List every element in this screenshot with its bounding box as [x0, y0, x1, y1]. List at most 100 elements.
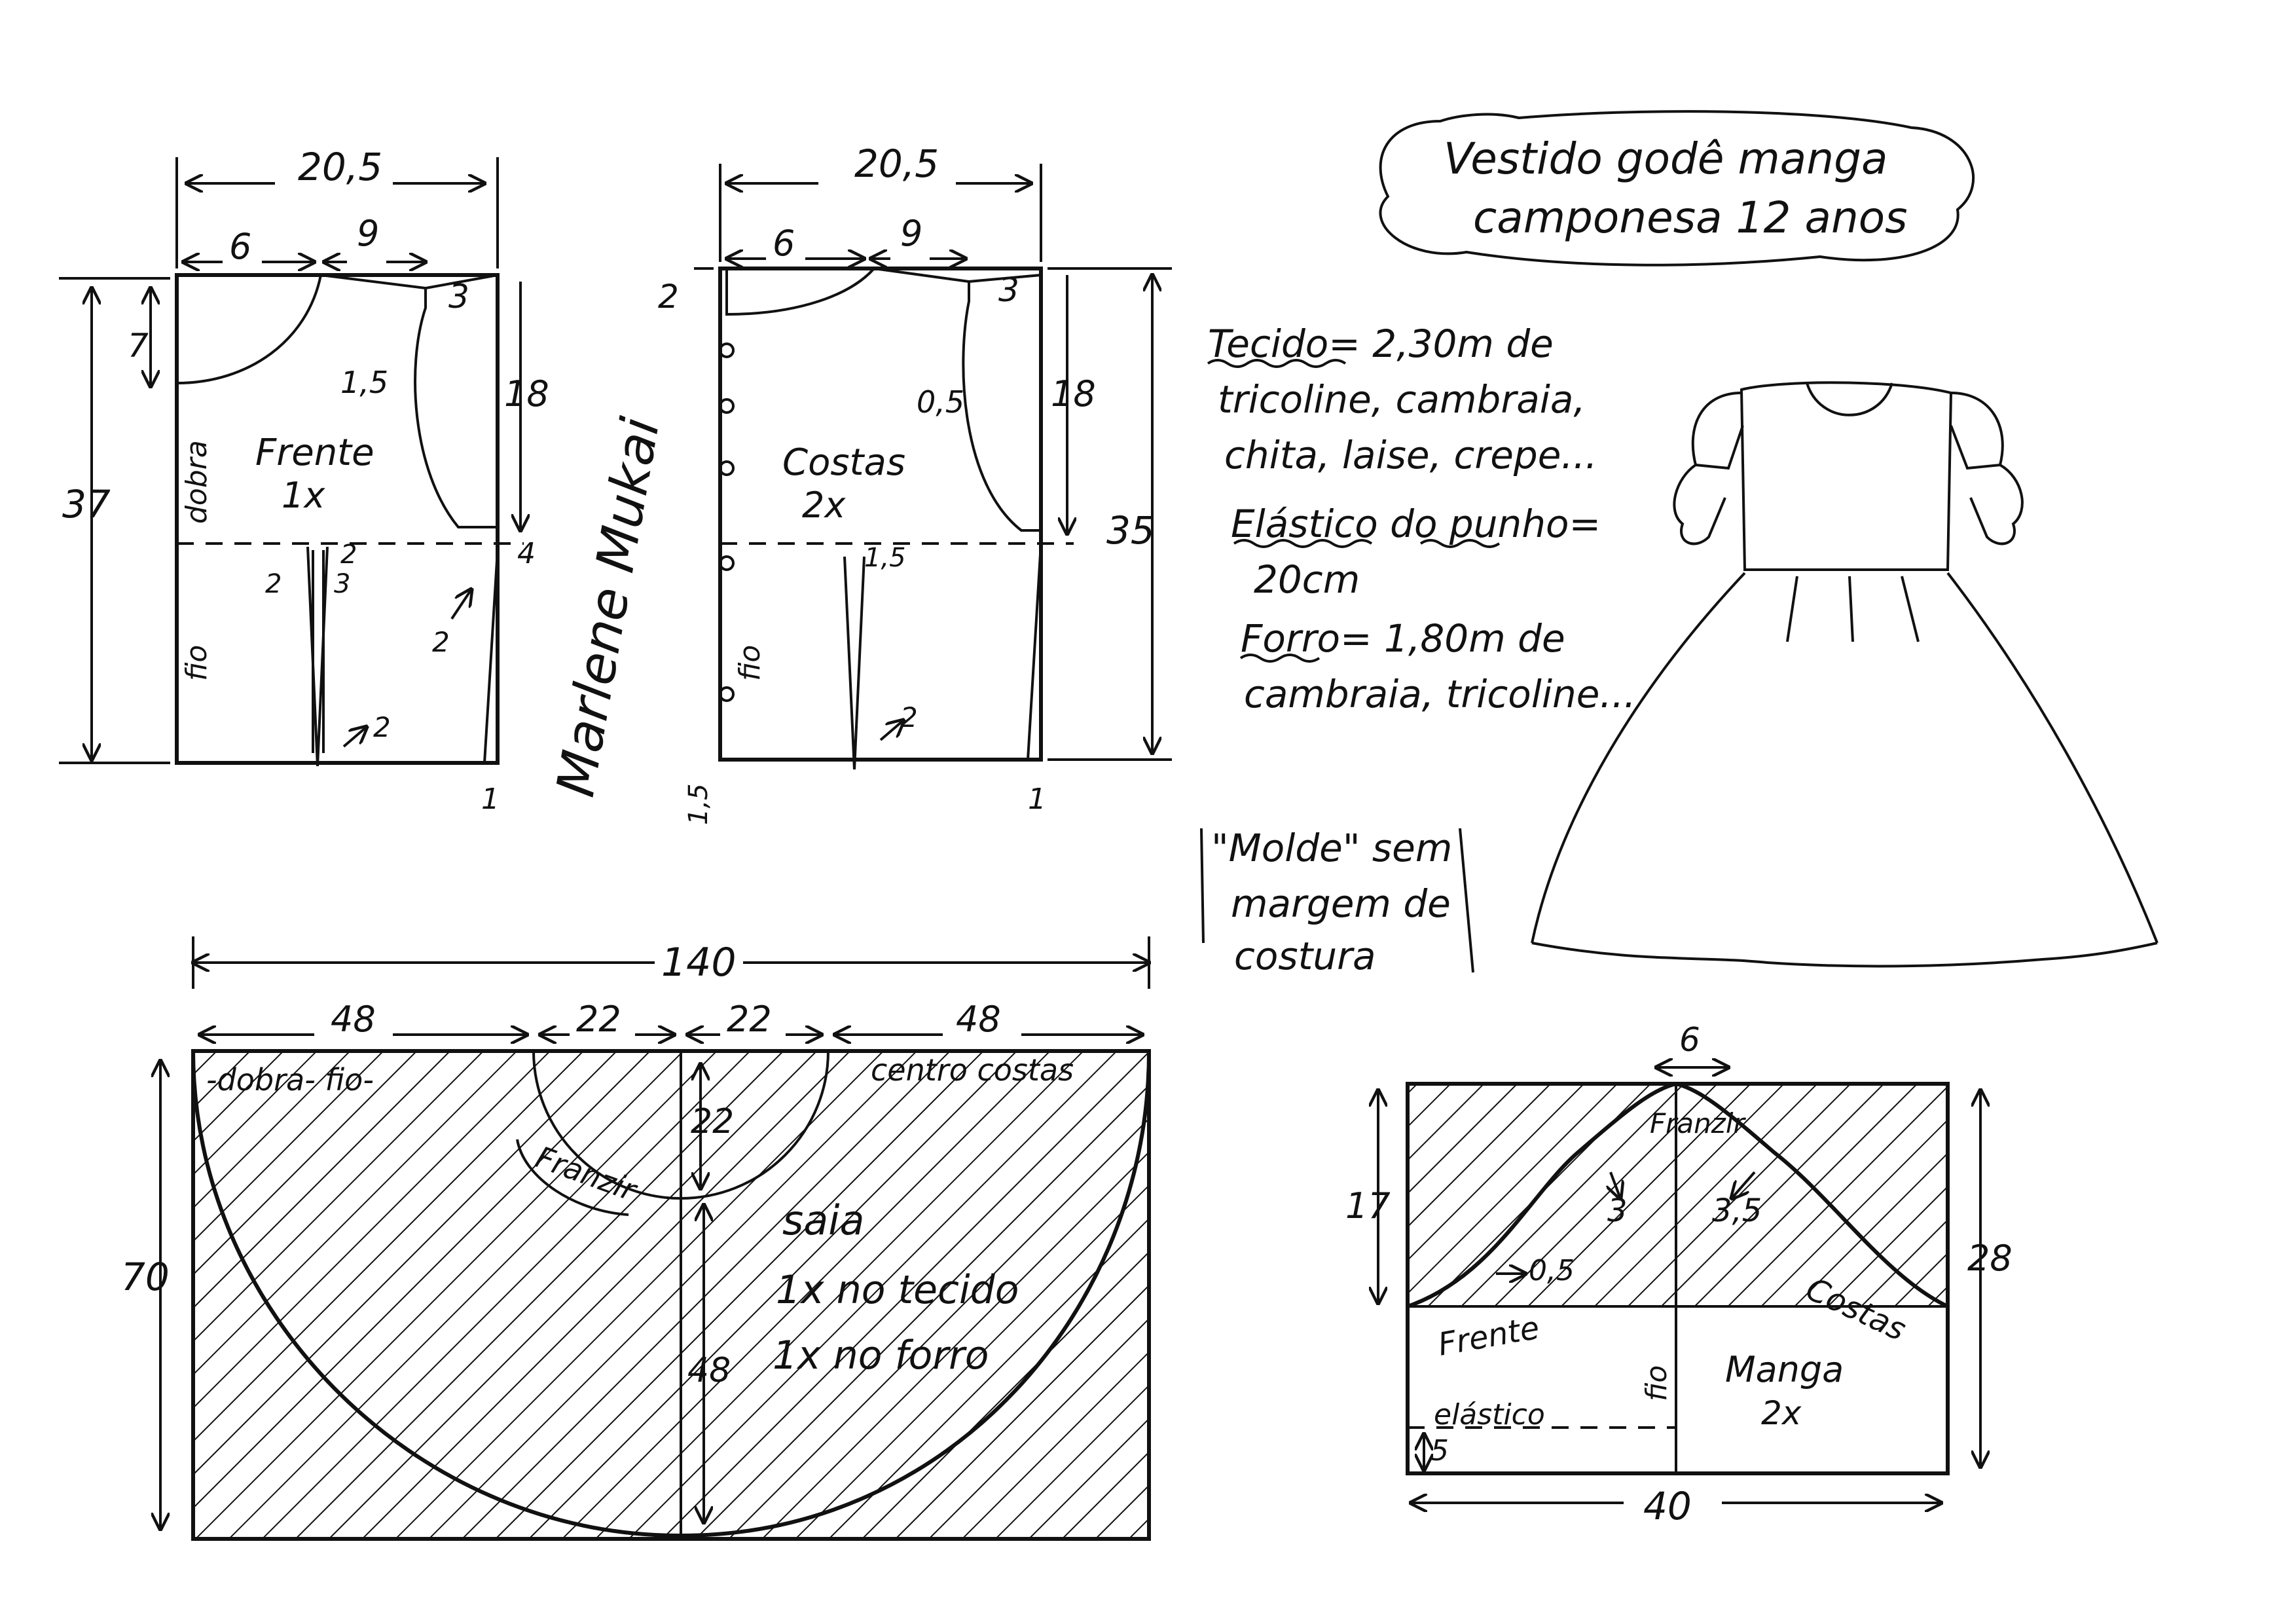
- materials-line-3: chita, laise, crepe...: [1224, 433, 1597, 477]
- skirt-name: saia: [782, 1196, 865, 1244]
- skirt-pattern: 140 48 22 22 48 70 22 48 -dobra- fio- ce…: [121, 936, 1152, 1541]
- skirt-hatch-area: [193, 1051, 1149, 1539]
- sleeve-gather-label: Franzir: [1650, 1107, 1746, 1139]
- front-grain-label: fio: [180, 645, 213, 681]
- sleeve-height: 28: [1967, 1238, 2013, 1279]
- back-placket: 1,5: [683, 783, 714, 825]
- title-line-1: Vestido godê manga: [1444, 134, 1887, 184]
- front-armhole-dim: 18: [504, 373, 549, 415]
- sleeve-grain-label: fio: [1640, 1365, 1673, 1401]
- back-button: [719, 555, 735, 571]
- back-name: Costas: [782, 441, 905, 484]
- front-neckline-hatch: [175, 274, 323, 385]
- sleeve-cap-height: 17: [1345, 1185, 1391, 1227]
- sleeve-name: Manga: [1725, 1349, 1844, 1390]
- sleeve-top-dim: 6: [1679, 1021, 1700, 1059]
- skirt-seg-3: 22: [727, 999, 772, 1040]
- front-name: Frente: [255, 432, 374, 474]
- dress-sketch: [1531, 381, 2159, 968]
- front-side-in: 4: [517, 537, 536, 570]
- materials-line-1: Tecido= 2,30m de: [1208, 322, 1554, 366]
- back-button: [719, 342, 735, 358]
- front-dart-width: 2: [265, 569, 282, 599]
- front-count: 1x: [282, 475, 325, 516]
- back-dart-top: 1,5: [864, 543, 906, 573]
- skirt-height: 70: [121, 1255, 170, 1299]
- front-neck-depth: 7: [128, 327, 149, 365]
- skirt-line-3: 1x no forro: [773, 1333, 989, 1378]
- front-dart-gap: 3: [334, 569, 350, 599]
- back-armhole-dim: 18: [1051, 373, 1096, 415]
- skirt-seg-1: 48: [331, 999, 376, 1040]
- back-length-dim: 35: [1106, 508, 1155, 553]
- skirt-radius: 22: [691, 1102, 734, 1141]
- back-armhole-hatch: [962, 273, 1042, 532]
- front-side-hatch: [483, 549, 499, 764]
- signature: Marlene Mukai: [545, 413, 671, 801]
- front-shoulder-drop: 3: [448, 278, 469, 316]
- sleeve-count: 2x: [1761, 1394, 1802, 1432]
- materials-line-6: Forro= 1,80m de: [1241, 616, 1565, 661]
- skirt-length: 48: [687, 1351, 731, 1390]
- front-side-mark: 2: [432, 626, 450, 658]
- sleeve-front-label: Frente: [1435, 1310, 1542, 1363]
- front-fold-label: dobra: [180, 440, 213, 524]
- back-side-hatch: [1026, 543, 1042, 761]
- skirt-seg-4: 48: [956, 999, 1001, 1040]
- note-line-1: "Molde" sem: [1211, 826, 1452, 870]
- materials-line-7: cambraia, tricoline...: [1244, 672, 1636, 716]
- front-neck-dim: 6: [229, 226, 251, 267]
- materials-line-5: 20cm: [1254, 557, 1360, 602]
- back-neckline-hatch: [725, 267, 877, 316]
- back-shoulder-drop: 3: [998, 271, 1019, 309]
- title-cloud: Vestido godê manga camponesa 12 anos: [1379, 110, 1975, 267]
- front-hem: 1: [481, 783, 500, 816]
- materials-line-2: tricoline, cambraia,: [1218, 377, 1586, 422]
- skirt-seg-2: 22: [576, 999, 621, 1040]
- sleeve-hatch-area: [1408, 1084, 1948, 1306]
- back-shoulder-dim: 9: [900, 213, 922, 254]
- back-hem: 1: [1028, 783, 1046, 816]
- front-length-dim: 37: [62, 482, 111, 526]
- front-armhole-gap: 1,5: [340, 365, 388, 400]
- back-width-dim: 20,5: [854, 141, 939, 186]
- sleeve-pattern: 6 Franzir 17 28 40 3 3,5 0,5 5 Frente Co…: [1345, 1021, 2013, 1528]
- title-line-2: camponesa 12 anos: [1473, 193, 1908, 243]
- front-dart-hem: 2: [373, 711, 391, 743]
- front-bodice: 20,5 6 9 3 7 37 18 1,5 4 1 2 2 3 2 2 Fre…: [59, 145, 549, 816]
- skirt-waist-hatch: [532, 1050, 830, 1200]
- note-box: "Molde" sem margem de costura: [1200, 826, 1474, 978]
- skirt-total-width: 140: [661, 940, 737, 986]
- skirt-line-2: 1x no tecido: [776, 1267, 1019, 1313]
- back-neck-dim: 6: [773, 223, 795, 264]
- sleeve-width: 40: [1643, 1484, 1692, 1528]
- front-shoulder-dim: 9: [357, 213, 379, 254]
- sleeve-elastic-dist: 5: [1430, 1434, 1449, 1467]
- back-dart-width: 2: [900, 701, 918, 733]
- cloud-outline: [1379, 110, 1975, 267]
- back-button: [719, 398, 735, 414]
- back-button: [719, 460, 735, 476]
- note-line-2: margem de: [1231, 881, 1451, 926]
- front-dart-top: 2: [340, 540, 357, 570]
- sleeve-curve-back: 3,5: [1712, 1192, 1762, 1229]
- materials-block: Tecido= 2,30m de tricoline, cambraia, ch…: [1207, 322, 1636, 716]
- sleeve-curve-front: 3: [1607, 1192, 1628, 1229]
- sleeve-curve-low: 0,5: [1529, 1254, 1575, 1287]
- back-count: 2x: [802, 485, 846, 526]
- skirt-fold-label: -dobra- fio-: [206, 1062, 374, 1098]
- front-dart: [306, 546, 329, 767]
- back-dart: [843, 556, 866, 770]
- back-bodice: 20,5 6 9 3 2 18 35 0,5 1,5 2 1 1,5 Costa…: [658, 141, 1172, 825]
- skirt-center-label: centro costas: [871, 1052, 1074, 1088]
- sleeve-elastic-label: elástico: [1434, 1398, 1545, 1431]
- front-width-dim: 20,5: [298, 145, 382, 189]
- back-button: [719, 686, 735, 702]
- materials-line-4: Elástico do punho=: [1231, 502, 1601, 546]
- note-line-3: costura: [1234, 934, 1376, 978]
- back-grain-label: fio: [733, 645, 767, 681]
- back-armhole-gap: 0,5: [917, 384, 964, 420]
- back-neck-depth: 2: [658, 278, 679, 316]
- front-armhole-hatch: [414, 273, 499, 528]
